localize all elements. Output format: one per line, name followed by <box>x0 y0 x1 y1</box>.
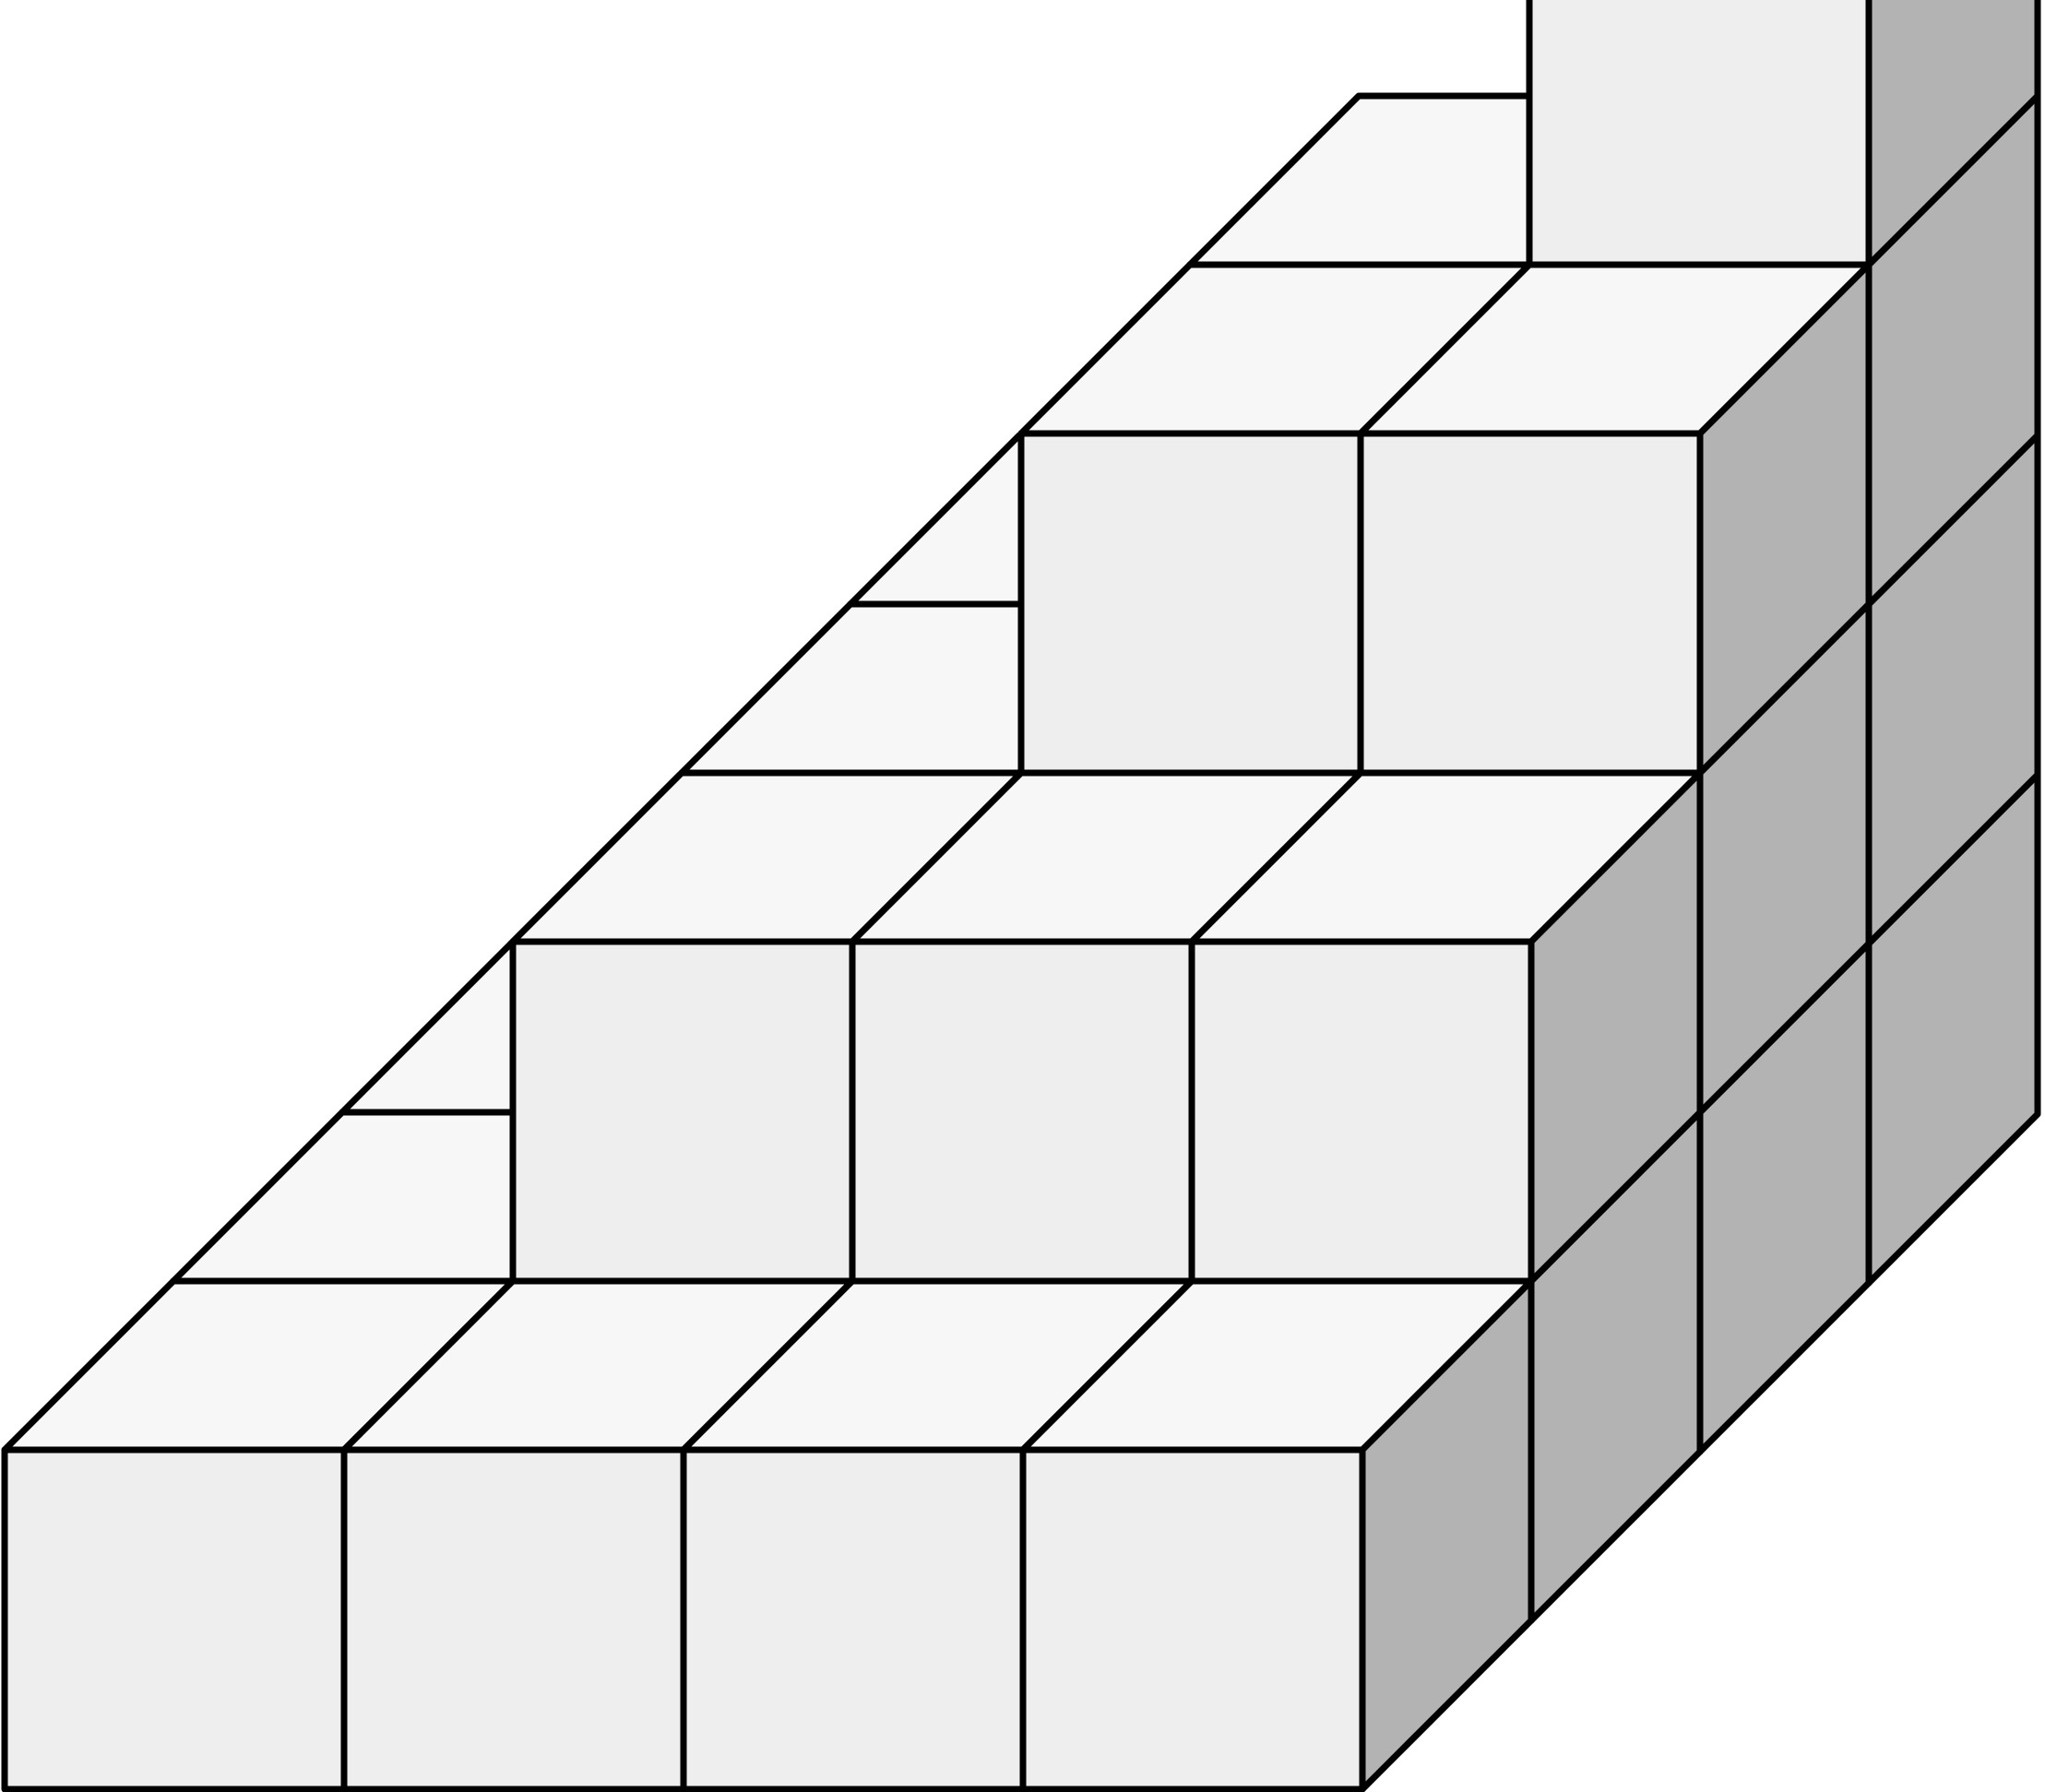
cube-front-face <box>509 938 856 1285</box>
cube-side-face <box>1865 0 2041 268</box>
cube-front-face <box>340 1446 687 1792</box>
cube <box>1019 1277 1535 1792</box>
cube-front-face <box>1357 430 1704 777</box>
cube-front-face <box>1019 1446 1366 1792</box>
cube <box>1188 769 1704 1285</box>
cube-front-face <box>1526 0 1873 268</box>
cube-front-face <box>1188 938 1535 1285</box>
cube <box>1526 0 2041 268</box>
cube-front-face <box>1 1446 348 1792</box>
cube-front-face <box>849 938 1195 1285</box>
cube-front-face <box>1017 430 1364 777</box>
cube <box>1357 261 1873 777</box>
cube-front-face <box>680 1446 1027 1792</box>
